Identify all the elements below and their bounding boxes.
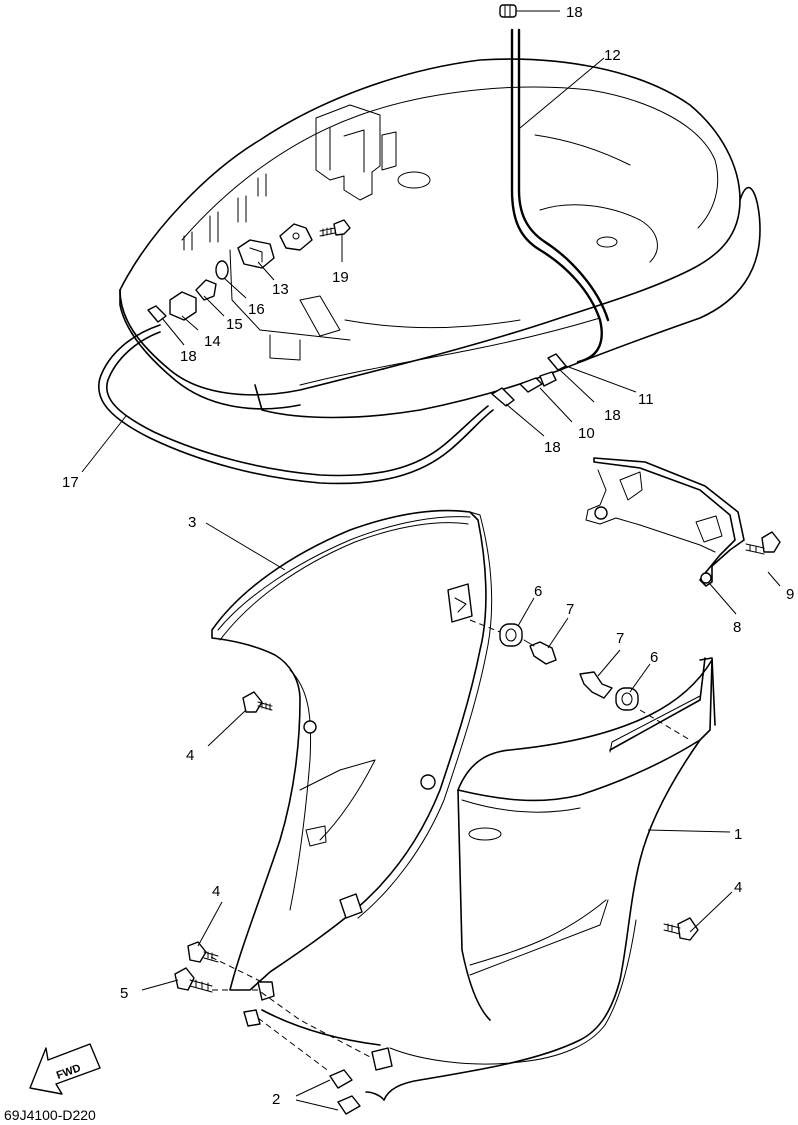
callout-13: 13	[272, 281, 289, 298]
grommet-screw-set	[499, 623, 639, 711]
callout-12: 12	[604, 47, 621, 64]
callout-17: 17	[62, 474, 79, 491]
callout-8: 8	[733, 619, 741, 636]
fwd-arrow: FWD	[29, 1043, 101, 1095]
nuts	[243, 981, 393, 1115]
callout-4-left: 4	[186, 747, 194, 764]
callout-5: 5	[120, 985, 128, 1002]
callout-19: 19	[332, 269, 349, 286]
callout-labels: 18 12 19 13 16 15 14 18 11 18 10 18 17 3…	[62, 4, 794, 1108]
leader-lines	[81, 10, 781, 1111]
callout-7-left: 7	[566, 601, 574, 618]
drain-hose	[510, 28, 610, 364]
callout-15: 15	[226, 316, 243, 333]
apron-left	[211, 509, 493, 991]
callout-18-top: 18	[566, 4, 583, 21]
fitting-parts	[147, 219, 567, 407]
callout-18-left: 18	[180, 348, 197, 365]
diagram-code: 69J4100-D220	[4, 1107, 96, 1123]
apron-right	[261, 657, 716, 1101]
callout-10: 10	[578, 425, 595, 442]
callout-4-bottom: 4	[212, 883, 220, 900]
callout-6-right: 6	[650, 649, 658, 666]
callout-4-right: 4	[734, 879, 742, 896]
assembly-guide-lines	[210, 619, 691, 1073]
callout-18-bottom: 18	[544, 439, 561, 456]
callout-14: 14	[204, 333, 221, 350]
callout-2: 2	[272, 1091, 280, 1108]
hose-clamp-top	[499, 4, 517, 18]
callout-7-right: 7	[616, 630, 624, 647]
front-bracket	[585, 457, 745, 587]
callout-16: 16	[248, 301, 265, 318]
callout-3: 3	[188, 514, 196, 531]
callout-11: 11	[638, 391, 654, 408]
callout-6-left: 6	[534, 583, 542, 600]
top-cowling	[119, 58, 761, 419]
callout-18-right: 18	[604, 407, 621, 424]
callout-1: 1	[734, 826, 742, 843]
screws	[174, 531, 781, 993]
callout-9: 9	[786, 586, 794, 603]
hose-loop	[98, 324, 494, 485]
